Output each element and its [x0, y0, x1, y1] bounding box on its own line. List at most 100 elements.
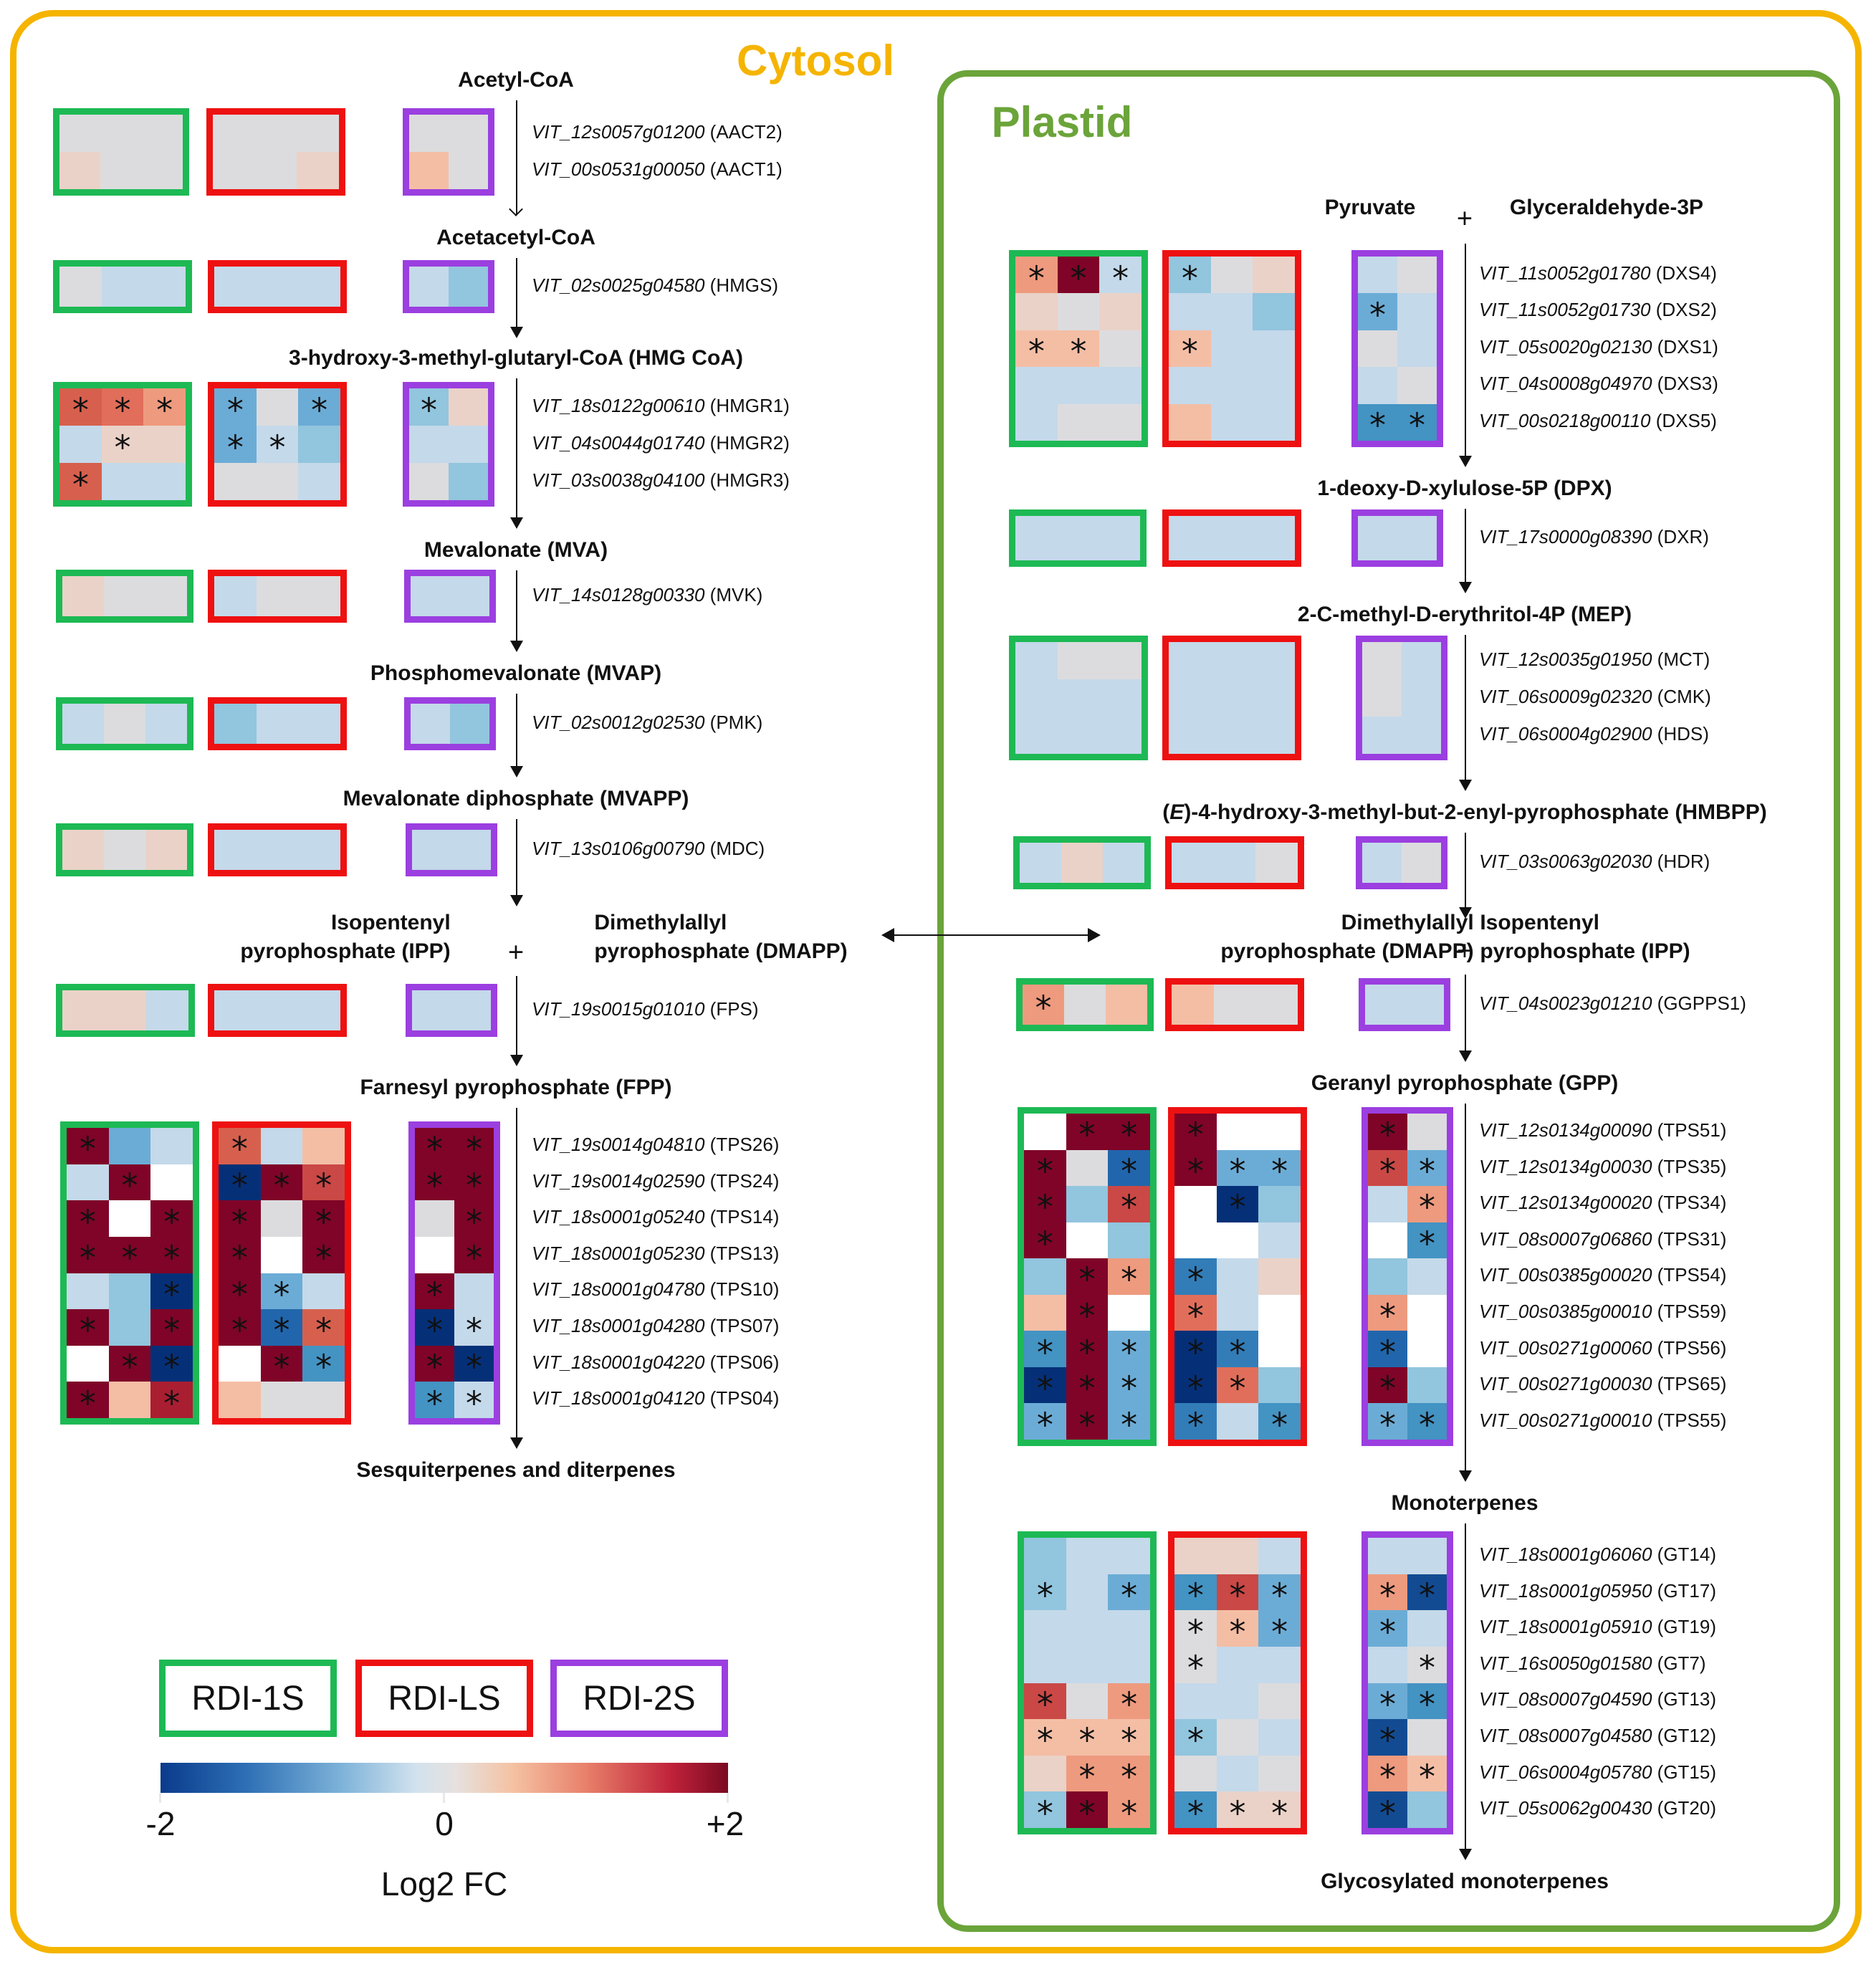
significance-marker: * — [1419, 1757, 1435, 1796]
heatmap-cell: * — [1258, 1791, 1301, 1829]
heatmap-cell — [1099, 293, 1142, 330]
significance-marker: * — [273, 1311, 290, 1351]
heatmap-rdi-2s-mdc — [406, 823, 497, 876]
gene-id: VIT_11s0052g01780 — [1479, 262, 1651, 284]
heatmap-cell — [256, 267, 299, 307]
heatmap-cell: * — [1174, 1149, 1217, 1187]
gene-id: VIT_00s0271g00010 — [1479, 1409, 1652, 1431]
heatmap-cell — [409, 463, 449, 500]
significance-marker: * — [79, 1129, 96, 1169]
gene-id: VIT_00s0218g00110 — [1479, 409, 1651, 431]
heatmap-cell: * — [415, 1309, 454, 1351]
heatmap-cell: * — [150, 1382, 193, 1420]
significance-marker: * — [231, 1129, 248, 1169]
heatmap-cell — [1066, 1222, 1109, 1259]
significance-marker: * — [426, 1347, 443, 1387]
heatmap-cell: * — [1368, 1755, 1407, 1794]
significance-marker: * — [1036, 1721, 1053, 1761]
heatmap-rdi-1s-hdr — [1013, 836, 1151, 889]
heatmap-cell: * — [1024, 1719, 1066, 1761]
heatmap-cell — [1015, 679, 1058, 717]
gene-label: VIT_18s0001g04220 (TPS06) — [532, 1344, 779, 1381]
heatmap-cell: * — [1368, 1719, 1407, 1757]
heatmap-cell — [1402, 843, 1441, 883]
heatmap-cell — [1108, 1610, 1150, 1647]
gene-id: VIT_18s0001g05230 — [532, 1242, 705, 1264]
gene-list-pmk: VIT_02s0012g02530 (PMK) — [532, 702, 762, 742]
heatmap-cell: * — [1066, 1294, 1109, 1336]
heatmap-cell — [1103, 843, 1144, 883]
heatmap-cell: * — [1108, 1403, 1150, 1441]
heatmap-cell: * — [1024, 1683, 1066, 1720]
gene-id: VIT_12s0035g01950 — [1479, 649, 1652, 670]
heatmap-cell — [150, 1164, 193, 1201]
heatmap-cell: * — [454, 1128, 494, 1166]
heatmap-cell — [1216, 1719, 1259, 1756]
heatmap-rdi-2s-ggpps — [1359, 978, 1450, 1031]
gene-label: VIT_06s0004g05780 (GT15) — [1479, 1754, 1716, 1791]
heatmap-cell — [1024, 1258, 1066, 1295]
heatmap-cell — [1099, 516, 1140, 560]
heatmap-cell — [143, 426, 186, 463]
heatmap-cell — [1255, 843, 1298, 883]
heatmap-rdi-ls-mdc — [208, 823, 347, 876]
significance-marker: * — [231, 1238, 248, 1278]
gene-list-fps: VIT_19s0015g01010 (FPS) — [532, 989, 759, 1029]
heatmap-cell — [62, 830, 104, 870]
gene-symbol: (DXR) — [1652, 526, 1709, 547]
heatmap-rdi-2s-tps_pla: ********** — [1361, 1107, 1453, 1446]
gene-label: VIT_12s0134g00020 (TPS34) — [1479, 1184, 1726, 1221]
gene-id: VIT_12s0134g00020 — [1479, 1192, 1652, 1214]
heatmap-cell — [1358, 516, 1397, 560]
gene-list-mep: VIT_12s0035g01950 (MCT)VIT_06s0009g02320… — [1479, 641, 1711, 752]
heatmap-cell — [411, 704, 450, 744]
heatmap-rdi-1s-ggpps: * — [1016, 978, 1154, 1031]
heatmap-cell — [67, 1273, 109, 1310]
heatmap-cell: * — [1368, 1574, 1407, 1615]
heatmap-cell — [1066, 1683, 1109, 1720]
heatmap-cell — [1407, 1538, 1447, 1574]
significance-marker: * — [1036, 1369, 1053, 1408]
heatmap-cell: * — [1024, 1149, 1066, 1187]
gene-id: VIT_08s0007g06860 — [1479, 1227, 1652, 1250]
significance-marker: * — [1078, 1296, 1096, 1336]
heatmap-cell: * — [1216, 1331, 1259, 1369]
metabolite-mep: 2-C-methyl-D-erythritol-4P (MEP) — [1297, 603, 1632, 626]
heatmap-cell — [62, 704, 104, 744]
gene-label: VIT_11s0052g01730 (DXS2) — [1479, 292, 1718, 328]
heatmap-cell: * — [454, 1345, 494, 1384]
gene-id: VIT_05s0020g02130 — [1479, 335, 1652, 358]
significance-marker: * — [1036, 1794, 1053, 1833]
significance-marker: * — [1379, 1369, 1396, 1408]
heatmap-cell: * — [67, 1382, 109, 1420]
gene-id: VIT_12s0134g00090 — [1479, 1119, 1652, 1141]
significance-marker: * — [1419, 1576, 1435, 1615]
heatmap-cell — [260, 1382, 303, 1418]
metabolite-dmapp-cytosol: Dimethylallyl pyrophosphate (DMAPP) — [594, 911, 848, 963]
heatmap-rdi-2s-dxr — [1351, 509, 1443, 567]
gene-id: VIT_00s0531g00050 — [532, 158, 705, 180]
heatmap-cell — [1174, 1683, 1217, 1720]
heatmap-cell — [1057, 642, 1100, 679]
heatmap-cell: * — [1174, 1574, 1217, 1612]
heatmap-cell — [1169, 367, 1211, 404]
heatmap-cell: * — [454, 1236, 494, 1275]
gene-symbol: (TPS24) — [704, 1169, 780, 1192]
heatmap-cell — [1210, 330, 1253, 368]
significance-marker: * — [426, 1311, 443, 1351]
heatmap-cell: * — [67, 1236, 109, 1275]
heatmap-cell — [100, 152, 142, 189]
metabolite-acetacetyl-coa: Acetacetyl-CoA — [436, 226, 595, 249]
heatmap-cell — [1210, 516, 1253, 560]
significance-marker: * — [1379, 1576, 1396, 1615]
gene-label: VIT_18s0001g05240 (TPS14) — [532, 1199, 779, 1235]
heatmap-cell — [1099, 717, 1142, 754]
heatmap-cell — [1216, 1294, 1259, 1331]
heatmap-cell: * — [67, 1309, 109, 1347]
heatmap-cell — [415, 1200, 454, 1237]
significance-marker: * — [1379, 1152, 1396, 1191]
significance-marker: * — [1028, 332, 1045, 372]
gene-label: VIT_02s0025g04580 (HMGS) — [532, 265, 778, 305]
colorbar-tick — [159, 1793, 161, 1803]
heatmap-cell — [260, 1200, 303, 1237]
